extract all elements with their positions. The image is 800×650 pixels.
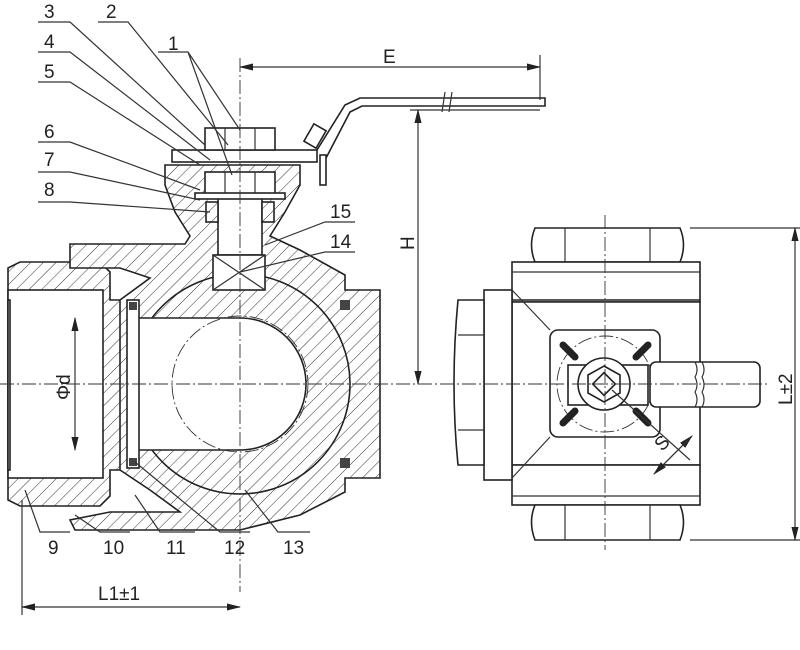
handle	[316, 97, 546, 161]
part-label-5: 5	[44, 62, 55, 83]
part-label-4: 4	[44, 32, 55, 53]
part-label-10: 10	[103, 538, 124, 559]
part-label-9: 9	[48, 538, 59, 559]
part-callouts: 3 2 1 4 5 6 7 8 15 14 9 10 11 12 13	[24, 2, 355, 559]
part-label-7: 7	[44, 150, 55, 171]
part-label-12: 12	[224, 538, 245, 559]
part-label-13: 13	[283, 538, 304, 559]
part-label-8: 8	[44, 180, 55, 201]
dim-phi-d: Φd	[54, 374, 75, 400]
handle-plate	[171, 149, 318, 163]
part-label-11: 11	[166, 538, 186, 559]
part-label-6: 6	[44, 122, 55, 143]
section-view	[7, 91, 546, 531]
dim-H: H	[398, 236, 419, 250]
part-label-1: 1	[168, 34, 179, 55]
dimensions: E H Φd L1±1 L±2	[20, 47, 800, 615]
dim-E: E	[383, 47, 396, 68]
top-view: S	[440, 215, 770, 550]
dim-L: L±2	[776, 373, 797, 405]
part-label-15: 15	[330, 202, 351, 223]
handle-stub	[649, 361, 761, 408]
dim-L1: L1±1	[98, 584, 140, 605]
part-label-14: 14	[330, 232, 352, 253]
part-label-3: 3	[44, 2, 55, 23]
part-label-2: 2	[106, 2, 117, 23]
